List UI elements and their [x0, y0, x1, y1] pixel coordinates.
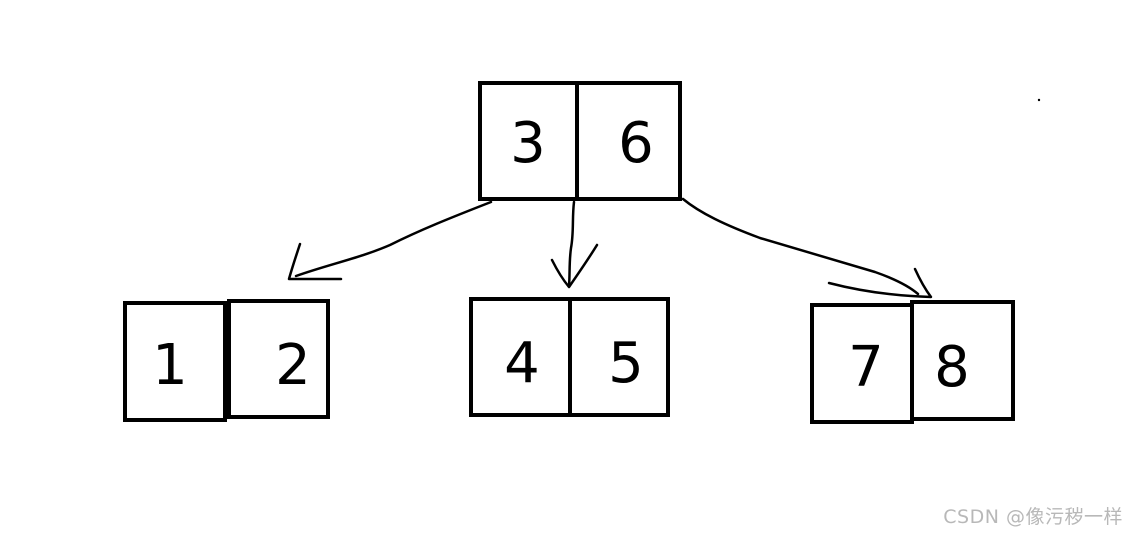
child-node-middle: 4 5: [469, 297, 670, 417]
right-key-1: 7: [848, 335, 884, 400]
arrowhead-right: [827, 267, 933, 299]
root-key-2: 6: [618, 111, 654, 176]
root-key-cell-2: [575, 81, 682, 201]
left-key-cell-2: [227, 299, 330, 419]
arrowhead-middle: [550, 243, 599, 289]
pointer-arrow-middle: [567, 200, 576, 288]
middle-key-2: 5: [608, 331, 644, 396]
root-key-1: 3: [510, 111, 546, 176]
stray-dot: [1037, 98, 1041, 102]
root-node: 3 6: [478, 81, 682, 201]
left-key-1: 1: [152, 333, 188, 398]
child-node-right: 7 8: [810, 300, 1015, 424]
child-node-left: 1 2: [123, 299, 330, 422]
left-key-cell-1: [123, 301, 227, 422]
left-key-2: 2: [275, 333, 311, 398]
pointer-arrow-left: [294, 200, 493, 278]
middle-key-1: 4: [504, 331, 540, 396]
watermark-text: CSDN @像污秽一样: [943, 506, 1123, 528]
right-key-2: 8: [934, 335, 970, 400]
middle-key-cell-2: [568, 297, 670, 417]
arrowhead-left: [287, 242, 343, 281]
right-key-cell-2: [910, 300, 1015, 421]
pointer-arrow-right: [681, 197, 920, 296]
